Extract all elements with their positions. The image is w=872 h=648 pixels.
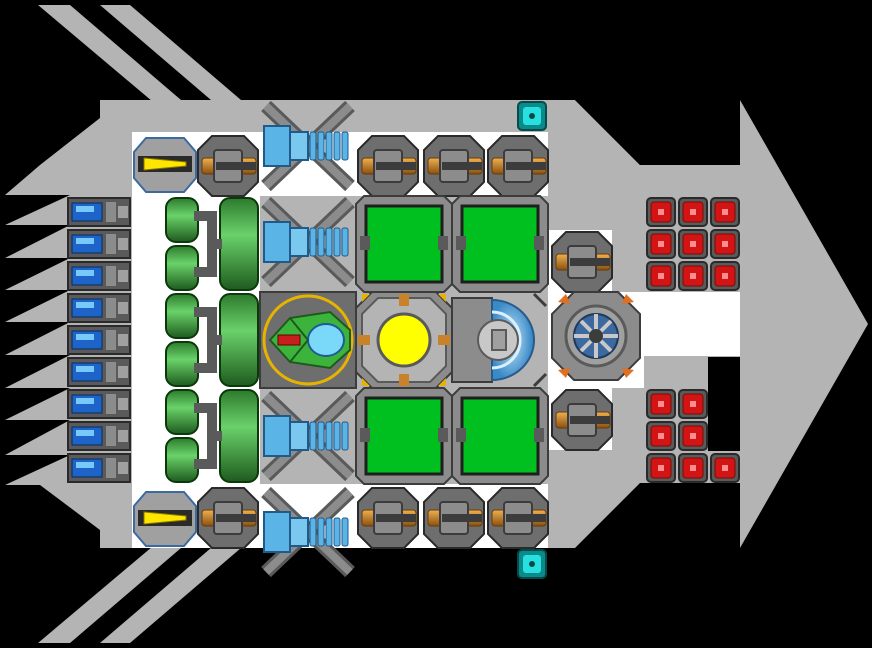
gun-turret-icon[interactable] <box>487 487 549 549</box>
storage-bay-icon[interactable] <box>451 195 549 293</box>
armor-plate-icon[interactable] <box>646 261 676 291</box>
gun-turret-icon[interactable] <box>423 487 485 549</box>
fuel-cell-icon[interactable] <box>67 261 131 291</box>
gun-turret-icon[interactable] <box>197 487 259 549</box>
tank-icon[interactable] <box>165 293 259 387</box>
armor-plate-icon[interactable] <box>678 197 708 227</box>
armor-plate-icon[interactable] <box>646 197 676 227</box>
fuel-cell-icon[interactable] <box>67 325 131 355</box>
tank-icon[interactable] <box>165 389 259 483</box>
armor-plate-icon[interactable] <box>678 389 708 419</box>
armor-group <box>646 197 740 483</box>
storage-bay-icon[interactable] <box>355 387 453 485</box>
missile-launcher-icon[interactable] <box>133 491 197 547</box>
gun-turret-icon[interactable] <box>357 487 419 549</box>
armor-plate-icon[interactable] <box>710 453 740 483</box>
fuel-cell-icon[interactable] <box>67 229 131 259</box>
armor-plate-icon[interactable] <box>710 197 740 227</box>
gun-turret-icon[interactable] <box>551 389 613 451</box>
shield-generator-icon[interactable] <box>451 292 548 388</box>
armor-plate-icon[interactable] <box>678 421 708 451</box>
armor-plate-icon[interactable] <box>646 389 676 419</box>
beacon-icon[interactable] <box>517 549 547 579</box>
armor-plate-icon[interactable] <box>646 421 676 451</box>
storage-group <box>355 195 549 485</box>
reactor-core-icon[interactable] <box>355 291 453 389</box>
armor-plate-icon[interactable] <box>678 229 708 259</box>
gun-turret-icon[interactable] <box>487 135 549 197</box>
armor-plate-icon[interactable] <box>678 261 708 291</box>
gun-turret-icon[interactable] <box>197 135 259 197</box>
gun-turret-icon[interactable] <box>551 231 613 293</box>
fuel-cell-icon[interactable] <box>67 453 131 483</box>
armor-plate-icon[interactable] <box>710 261 740 291</box>
fuel-cell-icon[interactable] <box>67 293 131 323</box>
thruster-icon[interactable] <box>261 100 355 192</box>
armor-plate-icon[interactable] <box>710 229 740 259</box>
gun-turret-icon[interactable] <box>357 135 419 197</box>
tank-column <box>165 197 259 483</box>
engine-group <box>261 100 355 578</box>
hull-gaps <box>575 100 740 451</box>
thruster-icon[interactable] <box>261 486 355 578</box>
armor-plate-icon[interactable] <box>646 453 676 483</box>
missile-launcher-icon[interactable] <box>133 137 197 193</box>
storage-bay-icon[interactable] <box>451 387 549 485</box>
tank-icon[interactable] <box>165 197 259 291</box>
thruster-icon[interactable] <box>261 196 355 288</box>
fuel-cell-icon[interactable] <box>67 357 131 387</box>
cockpit-icon[interactable] <box>259 291 357 389</box>
fuel-cell-icon[interactable] <box>67 389 131 419</box>
missile-group <box>133 137 197 547</box>
fuel-cell-icon[interactable] <box>67 421 131 451</box>
fuel-cell-icon[interactable] <box>67 197 131 227</box>
armor-plate-icon[interactable] <box>646 229 676 259</box>
armor-plate-icon[interactable] <box>678 453 708 483</box>
gun-turret-icon[interactable] <box>423 135 485 197</box>
thruster-icon[interactable] <box>261 390 355 482</box>
fuel-cell-column <box>67 197 131 483</box>
storage-bay-icon[interactable] <box>355 195 453 293</box>
beacon-icon[interactable] <box>517 101 547 131</box>
power-hub-icon[interactable] <box>551 291 641 381</box>
